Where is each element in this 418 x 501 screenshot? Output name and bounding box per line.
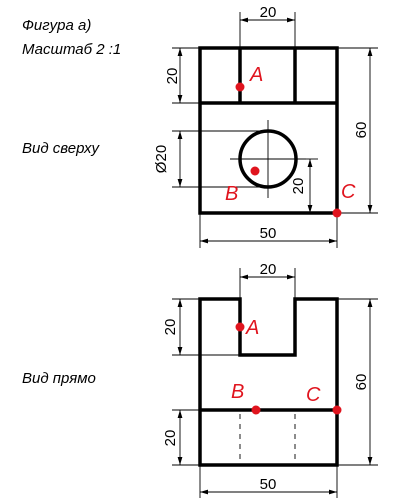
point-a-marker <box>235 322 245 332</box>
dim-slot-width: 20 <box>260 261 277 278</box>
front-view-outline <box>198 297 339 467</box>
point-a-label: A <box>249 64 263 86</box>
dim-front-total-width: 50 <box>260 476 277 493</box>
point-c-marker <box>332 208 342 218</box>
point-b-label: B <box>225 183 238 205</box>
dim-top-width: 20 <box>260 4 277 21</box>
point-c-label: C <box>306 384 321 406</box>
point-b-marker <box>251 405 261 415</box>
point-c-marker <box>332 405 342 415</box>
top-view-outline <box>198 46 339 215</box>
dim-base-height: 20 <box>162 430 179 447</box>
dim-total-width: 50 <box>260 225 277 242</box>
top-view: Вид сверху 20 20 Ø20 20 60 <box>22 4 378 248</box>
dim-left-height: 20 <box>164 68 181 85</box>
top-view-caption: Вид сверху <box>22 140 100 157</box>
figure-title: Фигура а) <box>22 17 91 34</box>
point-a-marker <box>235 82 245 92</box>
dim-diameter: Ø20 <box>153 145 170 173</box>
point-b-marker <box>250 166 260 176</box>
scale-label: Масштаб 2 :1 <box>22 41 121 58</box>
point-a-label: A <box>245 317 259 339</box>
front-view-caption: Вид прямо <box>22 370 96 387</box>
dim-front-total-height: 60 <box>353 374 370 391</box>
point-c-label: C <box>341 181 356 203</box>
dim-total-height: 60 <box>353 122 370 139</box>
front-view: Вид прямо 20 20 60 20 50 A <box>22 261 378 498</box>
dim-slot-depth: 20 <box>162 319 179 336</box>
dim-circle-offset: 20 <box>290 178 307 195</box>
point-b-label: B <box>231 381 244 403</box>
